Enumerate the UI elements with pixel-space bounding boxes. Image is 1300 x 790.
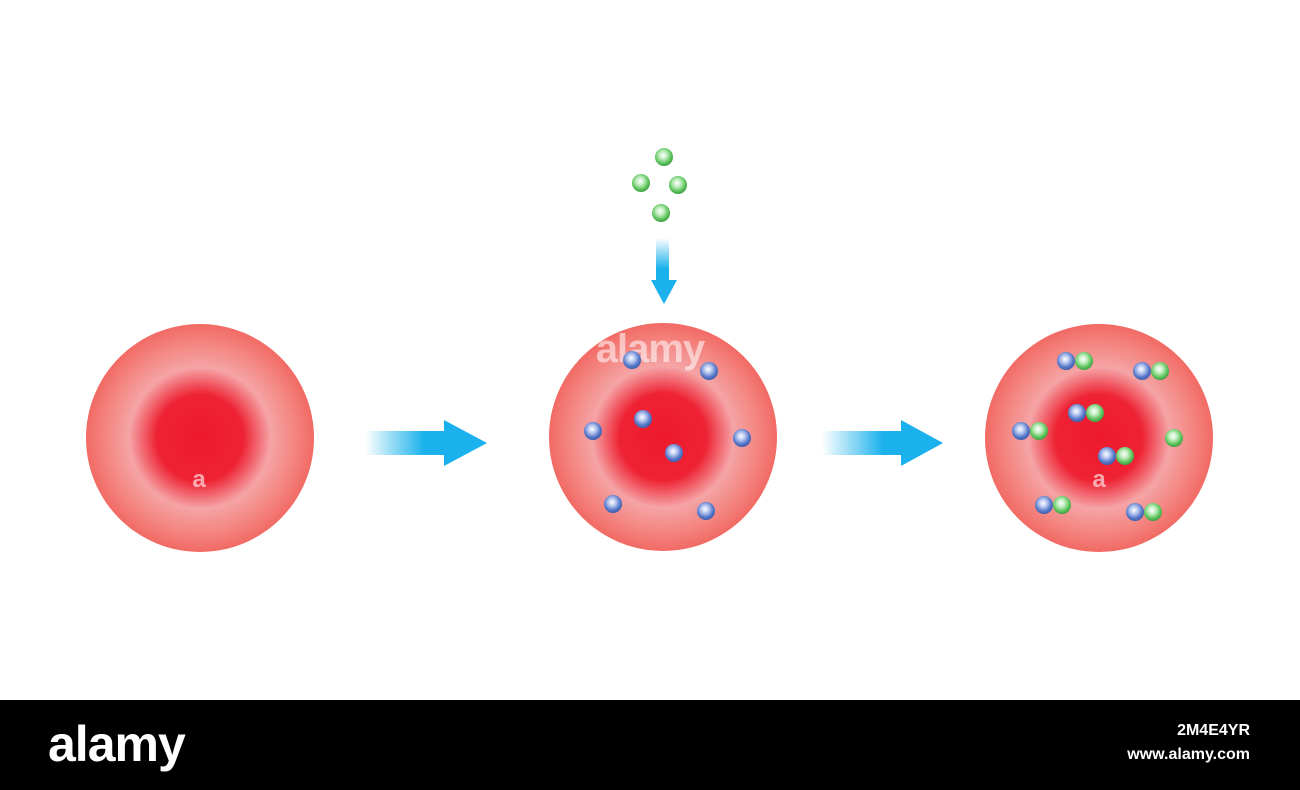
green-particles-incoming <box>632 148 687 222</box>
blue-particle-icon <box>623 351 641 369</box>
bound-pair <box>1126 503 1162 521</box>
blue-particle-icon <box>665 444 683 462</box>
watermark-small-mark: a <box>1092 466 1106 493</box>
green-particle-icon <box>1144 503 1162 521</box>
blue-particle-icon <box>697 502 715 520</box>
arrow-down-icon <box>651 238 677 304</box>
watermark-small-mark: a <box>192 466 206 493</box>
site-url: www.alamy.com <box>1127 746 1250 763</box>
green-particle-icon <box>632 174 650 192</box>
alamy-logo: alamy <box>48 716 186 772</box>
arrow-right-icon <box>822 420 943 466</box>
blue-particle-icon <box>1012 422 1030 440</box>
blue-particle-icon <box>1133 362 1151 380</box>
green-particle-icon <box>1030 422 1048 440</box>
bound-pair <box>1012 422 1048 440</box>
green-particle-icon <box>652 204 670 222</box>
bound-pair <box>1133 362 1169 380</box>
green-particle-icon <box>1086 404 1104 422</box>
blue-particle-icon <box>634 410 652 428</box>
green-particle-icon <box>1165 429 1183 447</box>
bound-pair <box>1068 404 1104 422</box>
blue-particle-icon <box>1035 496 1053 514</box>
blue-particle-icon <box>733 429 751 447</box>
green-particle-icon <box>1151 362 1169 380</box>
green-particle-icon <box>1053 496 1071 514</box>
diagram-canvas: a alamy <box>86 148 1213 552</box>
blue-particle-icon <box>604 495 622 513</box>
arrow-right-icon <box>365 420 487 466</box>
diagram: a alamy <box>86 148 1213 552</box>
blue-particle-icon <box>1057 352 1075 370</box>
green-particle-icon <box>1116 447 1134 465</box>
red-blood-cell-with-bound-particles: a <box>985 324 1213 552</box>
green-particle-icon <box>1075 352 1093 370</box>
green-particle-icon <box>655 148 673 166</box>
blue-particle-icon <box>1068 404 1086 422</box>
bound-pair <box>1035 496 1071 514</box>
bound-pair <box>1098 447 1134 465</box>
bound-pair <box>1057 352 1093 370</box>
watermark-footer: alamy 2M4E4YR www.alamy.com <box>0 700 1300 790</box>
green-particle-icon <box>669 176 687 194</box>
blue-particle-icon <box>700 362 718 380</box>
red-blood-cell-initial: a <box>86 324 314 552</box>
watermark-logo-overlay: alamy <box>596 327 706 371</box>
image-id: 2M4E4YR <box>1177 722 1250 739</box>
blue-particle-icon <box>1098 447 1116 465</box>
red-blood-cell-with-blue-particles: alamy <box>549 323 777 551</box>
blue-particle-group <box>584 351 751 520</box>
blue-particle-icon <box>584 422 602 440</box>
blue-particle-icon <box>1126 503 1144 521</box>
